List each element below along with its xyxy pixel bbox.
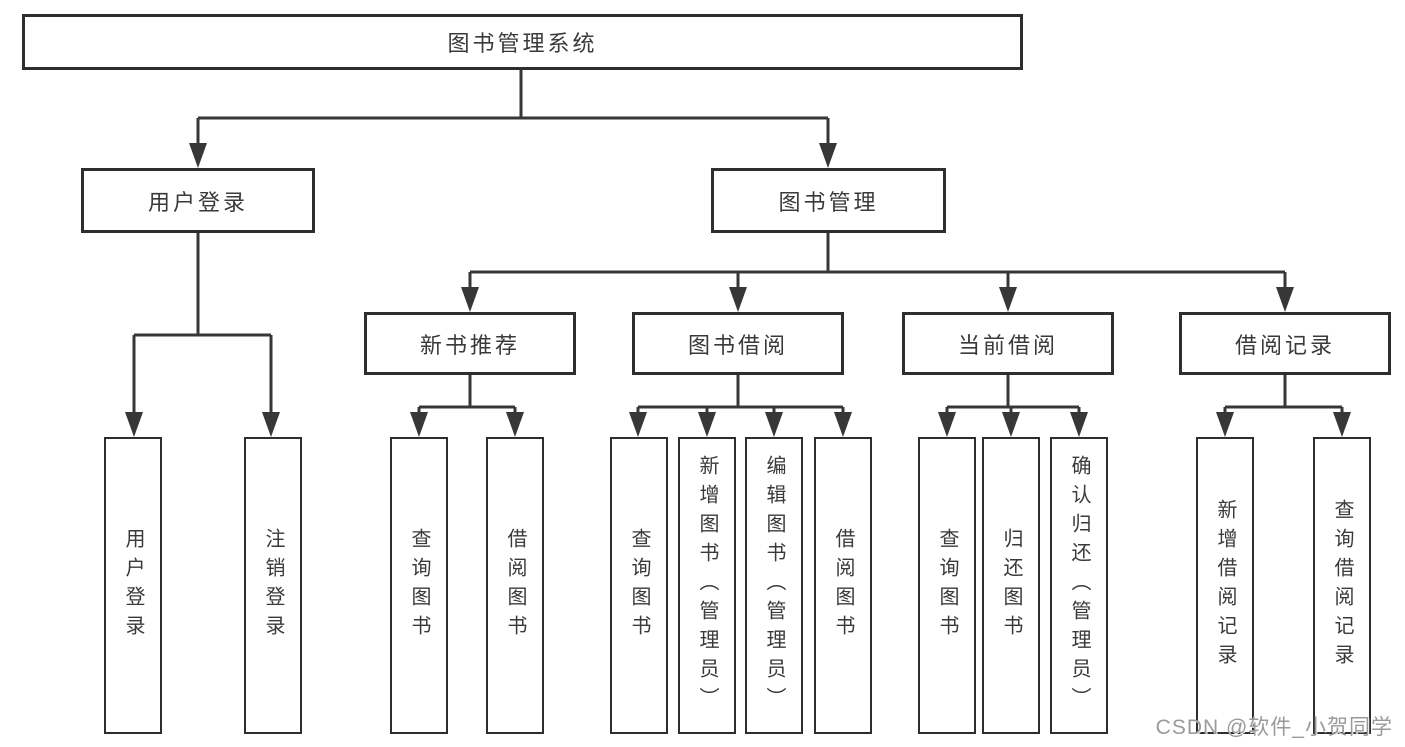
node-current-borrowing: 当前借阅 — [902, 312, 1114, 375]
leaf-add-borrow-record: 新增借阅记录 — [1196, 437, 1254, 734]
node-book-management: 图书管理 — [711, 168, 946, 233]
leaf-edit-books-admin: 编辑图书（管理员） — [745, 437, 803, 734]
leaf-borrow-books-recommend: 借阅图书 — [486, 437, 544, 734]
leaf-query-books-borrowing: 查询图书 — [610, 437, 668, 734]
leaf-user-login: 用户登录 — [104, 437, 162, 734]
leaf-return-books: 归还图书 — [982, 437, 1040, 734]
leaf-query-books-current: 查询图书 — [918, 437, 976, 734]
node-user-login: 用户登录 — [81, 168, 315, 233]
leaf-query-borrow-record: 查询借阅记录 — [1313, 437, 1371, 734]
leaf-borrow-books: 借阅图书 — [814, 437, 872, 734]
csdn-watermark: CSDN @软件_小贺同学 — [1155, 716, 1393, 739]
node-new-book-recommend: 新书推荐 — [364, 312, 576, 375]
node-library-management-system: 图书管理系统 — [22, 14, 1023, 70]
node-borrowing-records: 借阅记录 — [1179, 312, 1391, 375]
leaf-confirm-return-admin: 确认归还（管理员） — [1050, 437, 1108, 734]
leaf-logout-login: 注销登录 — [244, 437, 302, 734]
leaf-add-books-admin: 新增图书（管理员） — [678, 437, 736, 734]
leaf-query-books-recommend: 查询图书 — [390, 437, 448, 734]
node-book-borrowing: 图书借阅 — [632, 312, 844, 375]
